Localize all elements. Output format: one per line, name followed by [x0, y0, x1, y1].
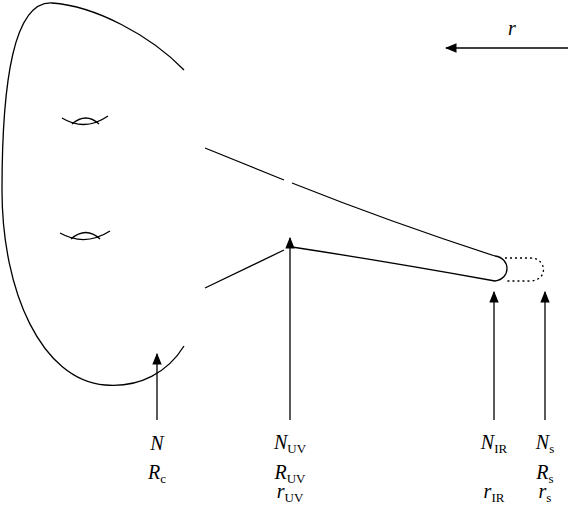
handle: [71, 233, 100, 240]
handle: [60, 231, 110, 240]
bulk-outline: [2, 3, 184, 385]
throat-wall: [292, 183, 495, 256]
throat-wall: [205, 250, 284, 288]
math-label: N: [150, 433, 163, 453]
r-arrow: [446, 47, 568, 48]
math-label: NUV: [274, 432, 306, 455]
tip-dotted: [505, 258, 544, 281]
pointer-arrow: [493, 292, 494, 420]
math-label: rUV: [277, 481, 304, 504]
math-label: Rc: [148, 462, 166, 485]
pointer-arrow: [544, 292, 545, 420]
math-label: NIR: [481, 432, 507, 455]
math-label: rs: [539, 481, 552, 504]
math-label: rIR: [484, 481, 505, 504]
handle: [62, 116, 108, 125]
pointer-arrow: [156, 354, 157, 420]
handle: [72, 118, 99, 124]
math-label: r: [508, 18, 516, 38]
throat-tip: [495, 256, 507, 281]
math-label: Ns: [536, 432, 554, 455]
throat-wall: [205, 148, 284, 180]
throat-wall: [292, 247, 495, 281]
pointer-arrow: [289, 238, 290, 420]
